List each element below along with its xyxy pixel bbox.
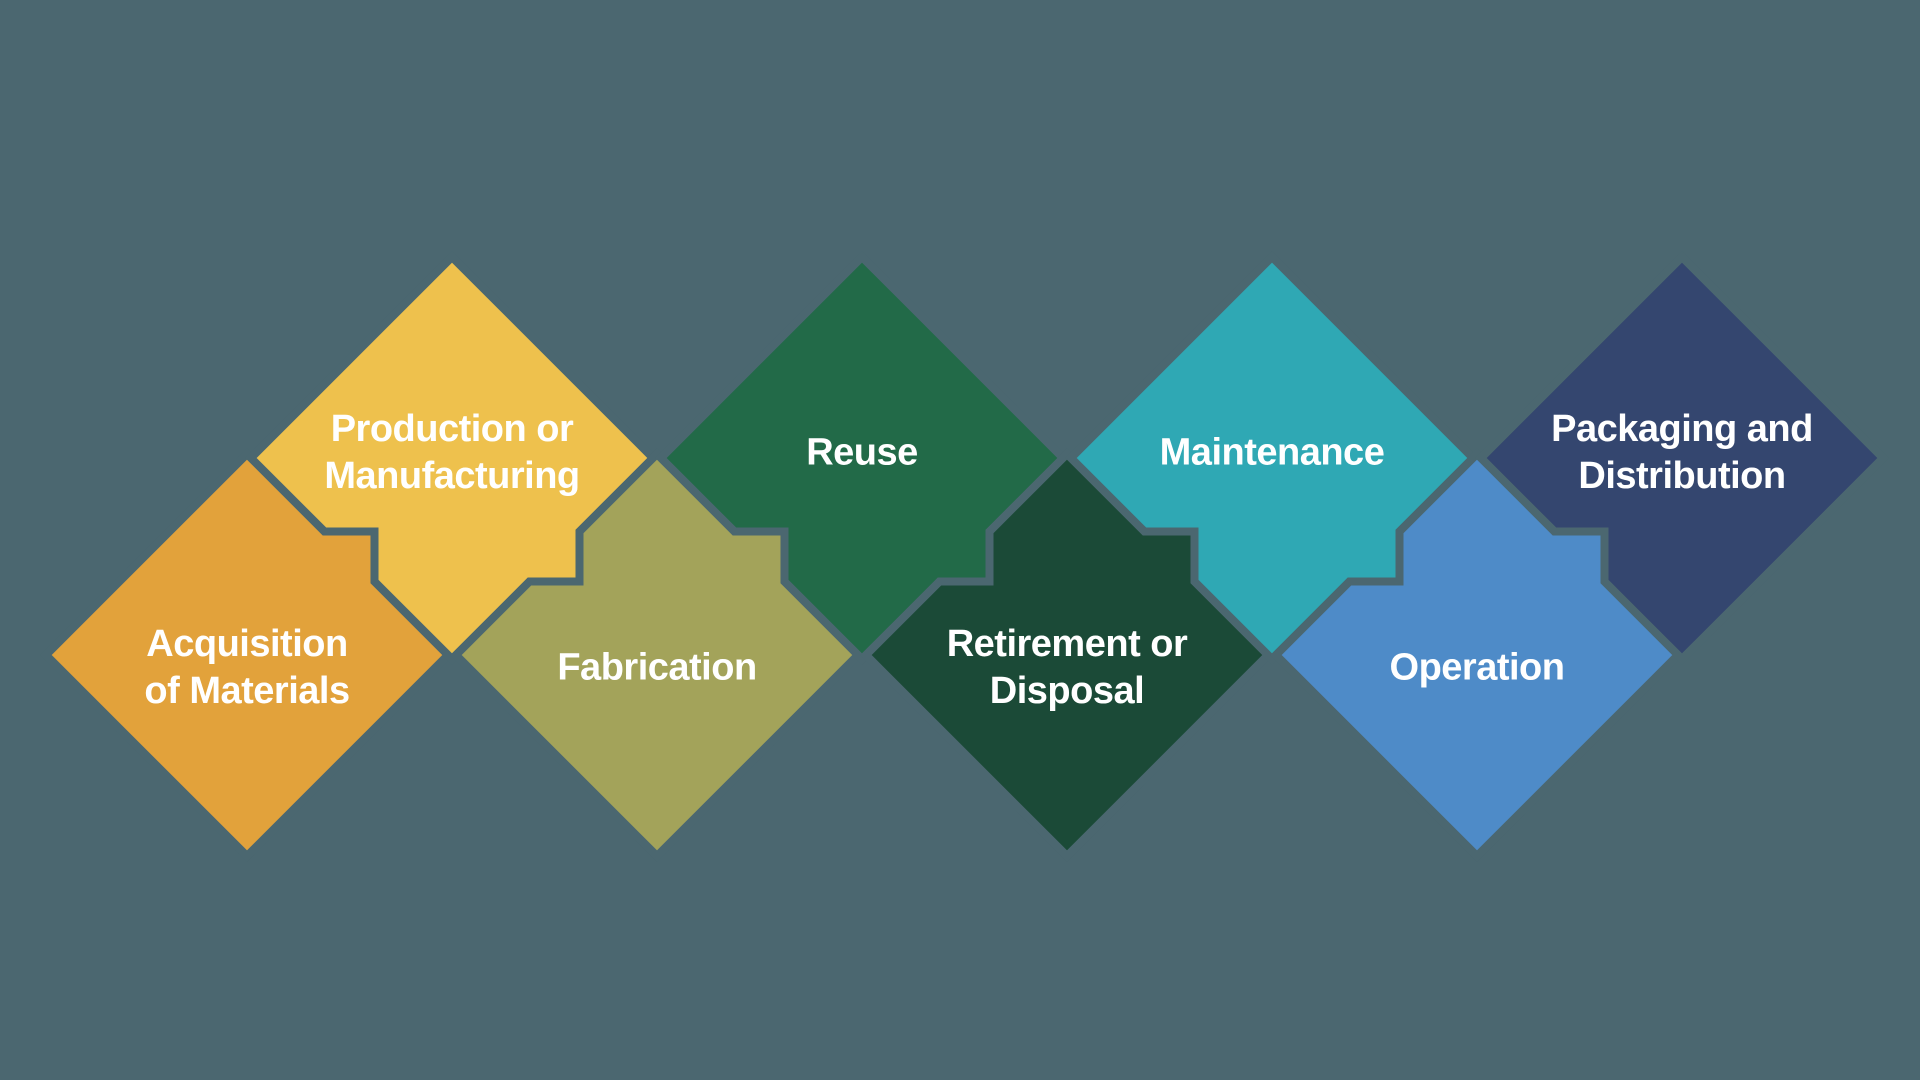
diamond-packaging-and-distribution <box>1475 251 1889 665</box>
